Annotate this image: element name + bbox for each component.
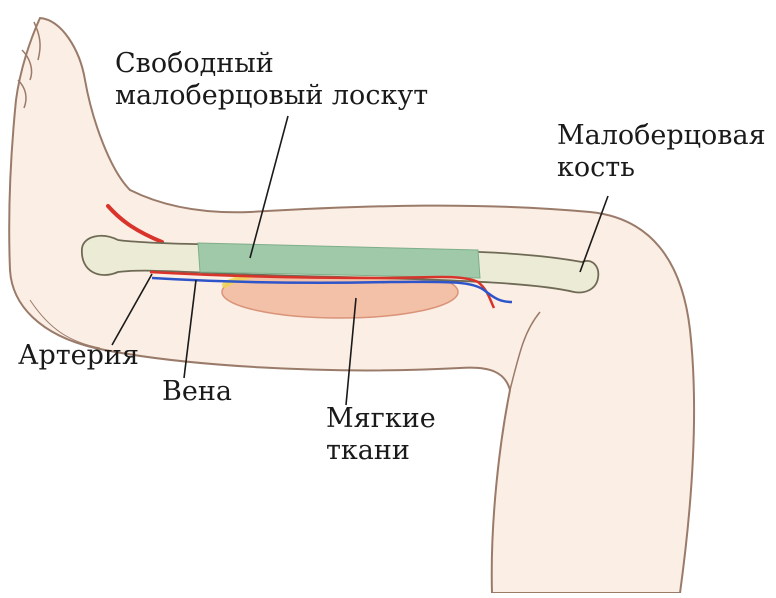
- label-fibula-bone: Малоберцовая кость: [557, 120, 766, 184]
- label-free-fibula-flap: Свободный малоберцовый лоскут: [115, 48, 428, 112]
- label-artery: Артерия: [18, 340, 139, 372]
- label-free-fibula-flap-line2: малоберцовый лоскут: [115, 80, 428, 112]
- label-soft-tissue: Мягкие ткани: [326, 403, 436, 467]
- label-soft-tissue-line2: ткани: [326, 435, 436, 467]
- label-free-fibula-flap-line1: Свободный: [115, 48, 428, 80]
- label-fibula-bone-line1: Малоберцовая: [557, 120, 766, 152]
- label-fibula-bone-line2: кость: [557, 152, 766, 184]
- label-vein: Вена: [162, 376, 232, 408]
- label-soft-tissue-line1: Мягкие: [326, 403, 436, 435]
